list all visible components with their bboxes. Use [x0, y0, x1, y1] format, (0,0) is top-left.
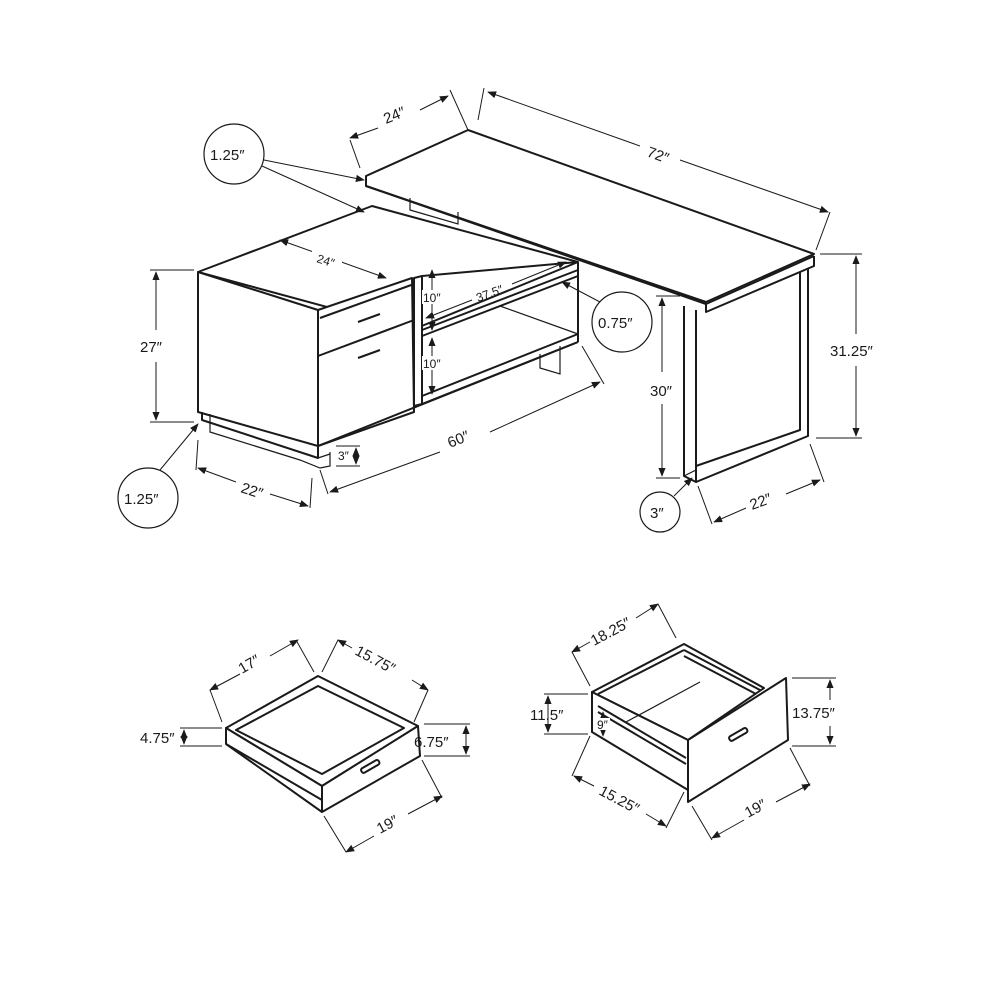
- dim-small-drawer-width: 17″: [236, 651, 264, 677]
- dim-shelf-upper: 10″: [423, 291, 441, 305]
- dim-file-drawer-depth-top: 18.25″: [588, 614, 634, 649]
- callout-circle-shelf-thickness: [591, 291, 653, 353]
- dim-file-drawer-rail-height: 9″: [597, 718, 609, 732]
- dim-small-drawer-front-width: 19″: [374, 812, 402, 838]
- dim-cabinet-length: 60″: [445, 427, 472, 451]
- callout-base-thickness: 1.25″: [124, 491, 159, 508]
- dim-shelf-lower: 10″: [423, 357, 441, 371]
- dim-small-drawer-inner-height: 4.75″: [140, 730, 175, 747]
- dim-small-drawer-front-height: 6.75″: [414, 734, 449, 751]
- dim-file-drawer-inner-height: 11.5″: [530, 707, 564, 724]
- callout-circle-top-thickness: [203, 123, 265, 185]
- dim-file-drawer-depth-bottom: 15.25″: [596, 783, 642, 818]
- dim-desktop-depth: 24″: [381, 103, 408, 127]
- file-drawer-view: 18.25″ 11.5″ 9″ 13.75″ 15.25″ 19″: [530, 603, 836, 841]
- dim-base-height: 3″: [338, 449, 350, 463]
- callout-leg-width: 3″: [650, 505, 664, 522]
- dim-leg-depth: 22″: [748, 490, 775, 514]
- dim-cabinet-top-depth: 24″: [315, 252, 337, 271]
- dim-knee-clearance: 30″: [650, 383, 673, 400]
- callout-top-thickness: 1.25″: [210, 147, 245, 164]
- dim-file-drawer-front-height: 13.75″: [792, 705, 836, 722]
- file-drawer-handle-icon: [728, 726, 749, 742]
- dim-desk-height: 31.25″: [830, 343, 874, 360]
- dim-small-drawer-depth: 15.75″: [352, 643, 398, 678]
- callout-circle-base-thickness: [117, 467, 179, 529]
- drawer-handle-icon: [360, 758, 381, 774]
- dim-desktop-length: 72″: [645, 144, 672, 168]
- dim-file-drawer-front-width: 19″: [742, 796, 770, 822]
- callout-shelf-thickness: 0.75″: [598, 315, 633, 332]
- callout-circle-leg-width: [639, 491, 681, 533]
- dim-cabinet-height: 27″: [140, 339, 163, 356]
- dim-cabinet-depth: 22″: [239, 480, 266, 503]
- desk-main-view: 24″ 72″ 1.25″ 24″ 27″ 10″ 10″ 37.5″: [117, 87, 874, 533]
- small-drawer-view: 17″ 15.75″ 4.75″ 6.75″ 19″: [140, 639, 470, 853]
